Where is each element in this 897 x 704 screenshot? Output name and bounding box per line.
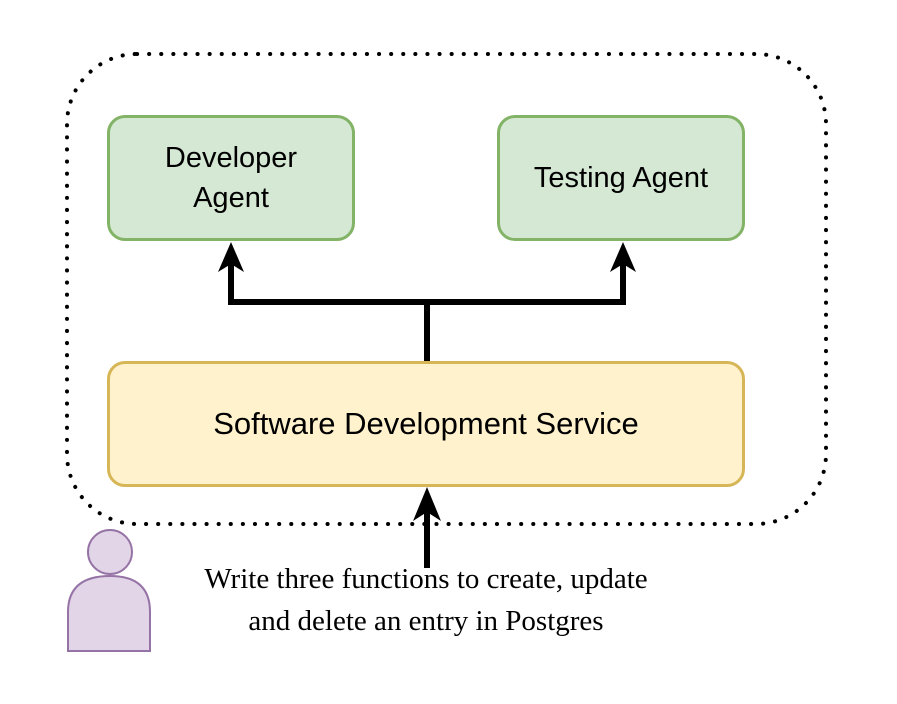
- prompt-line1: Write three functions to create, update: [204, 563, 648, 595]
- developer-agent-label: Developer Agent: [165, 138, 297, 218]
- developer-agent-label-line2: Agent: [193, 182, 269, 214]
- testing-arrowhead: [610, 242, 636, 272]
- person-body: [67, 574, 151, 652]
- person-icon: [67, 529, 151, 652]
- software-development-service-node: Software Development Service: [107, 361, 745, 487]
- testing-agent-label: Testing Agent: [533, 162, 709, 194]
- input-arrowhead: [413, 487, 441, 521]
- developer-agent-node: Developer Agent: [107, 115, 355, 241]
- system-boundary: [65, 52, 828, 526]
- user-prompt-text: Write three functions to create, update …: [150, 558, 702, 642]
- developer-arrowhead: [218, 242, 244, 272]
- service-label: Software Development Service: [213, 406, 639, 441]
- prompt-line2: and delete an entry in Postgres: [248, 605, 604, 637]
- person-head: [87, 529, 133, 575]
- testing-agent-node: Testing Agent: [497, 115, 745, 241]
- developer-agent-label-line1: Developer: [164, 142, 298, 174]
